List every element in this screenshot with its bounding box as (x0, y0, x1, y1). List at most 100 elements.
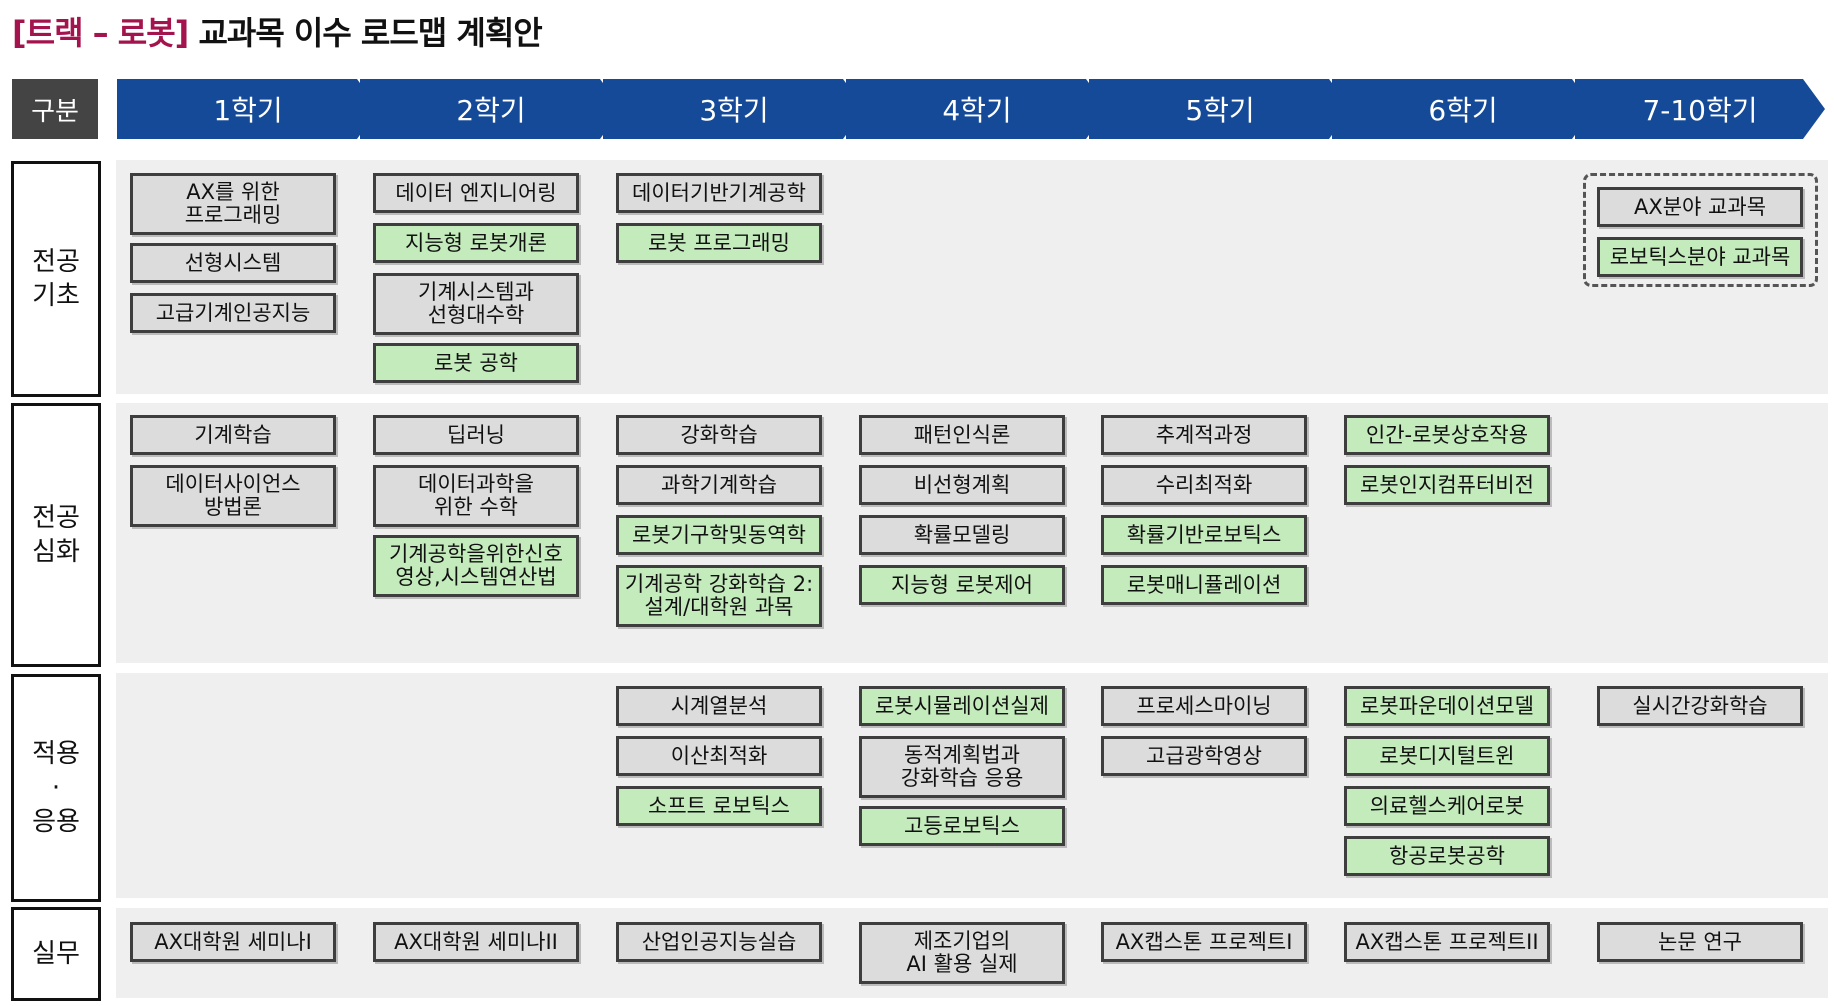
course-label: 강화학습 (680, 422, 758, 447)
course-box: 확률모델링 (859, 515, 1065, 555)
course-box: 실시간강화학습 (1597, 686, 1803, 726)
course-label: 데이터 엔지니어링 (395, 180, 557, 205)
course-label: 기계공학 강화학습 2: 설계/대학원 과목 (624, 572, 814, 619)
semester-label: 6학기 (1428, 94, 1498, 127)
course-label: AX캡스톤 프로젝트I (1115, 929, 1293, 954)
course-box: 프로세스마이닝 (1101, 686, 1307, 726)
course-label: 고등로보틱스 (904, 813, 1020, 838)
course-box: 로봇시뮬레이션실제 (859, 686, 1065, 726)
course-box: AX대학원 세미나II (373, 922, 579, 962)
course-label: 기계공학을위한신호 영상,시스템연산법 (389, 542, 563, 589)
course-box: 로봇인지컴퓨터비전 (1344, 465, 1550, 505)
course-label: AX대학원 세미나I (154, 929, 312, 954)
course-box: 산업인공지능실습 (616, 922, 822, 962)
course-label: 로봇기구학및동역학 (632, 522, 806, 547)
course-box: AX캡스톤 프로젝트II (1344, 922, 1550, 962)
course-label: 확률모델링 (913, 522, 1011, 547)
course-label: 시계열분석 (670, 693, 768, 718)
course-label: 고급기계인공지능 (155, 300, 311, 325)
course-box: AX분야 교과목 (1597, 187, 1803, 227)
course-box: 로봇파운데이션모델 (1344, 686, 1550, 726)
course-box: 지능형 로봇제어 (859, 565, 1065, 605)
course-label: 기계학습 (194, 422, 272, 447)
semester-3: 3학기 (603, 79, 865, 139)
semester-2: 2학기 (360, 79, 622, 139)
course-label: 고급광학영상 (1146, 743, 1262, 768)
course-box: 추계적과정 (1101, 415, 1307, 455)
course-box: 소프트 로보틱스 (616, 786, 822, 826)
course-label: AX를 위한 프로그래밍 (184, 180, 282, 227)
course-label: 데이터과학을 위한 수학 (418, 472, 534, 519)
course-box: AX캡스톤 프로젝트I (1101, 922, 1307, 962)
course-label: 추계적과정 (1155, 422, 1253, 447)
row-label-applied: 적용 · 응용 (11, 674, 101, 902)
semester-4: 4학기 (846, 79, 1108, 139)
course-box: 의료헬스케어로봇 (1344, 786, 1550, 826)
course-box: 기계학습 (130, 415, 336, 455)
page-title: [트랙 – 로봇] 교과목 이수 로드맵 계획안 (12, 8, 543, 54)
semester-7: 7-10학기 (1575, 79, 1825, 139)
course-box: 확률기반로보틱스 (1101, 515, 1307, 555)
semester-label: 1학기 (213, 94, 283, 127)
semester-1: 1학기 (117, 79, 379, 139)
course-label: 로봇디지털트윈 (1379, 743, 1515, 768)
course-box: 과학기계학습 (616, 465, 822, 505)
course-label: 로보틱스분야 교과목 (1609, 244, 1791, 269)
course-label: AX캡스톤 프로젝트II (1355, 929, 1539, 954)
course-label: 선형시스템 (184, 250, 282, 275)
course-box: AX를 위한 프로그래밍 (130, 173, 336, 235)
course-box: 로봇기구학및동역학 (616, 515, 822, 555)
course-label: 동적계획법과 강화학습 응용 (900, 743, 1024, 790)
course-label: 데이터기반기계공학 (632, 180, 806, 205)
course-box: 데이터 엔지니어링 (373, 173, 579, 213)
course-label: 확률기반로보틱스 (1126, 522, 1282, 547)
course-box: 패턴인식론 (859, 415, 1065, 455)
course-box: 데이터기반기계공학 (616, 173, 822, 213)
semester-label: 5학기 (1185, 94, 1255, 127)
course-box: 시계열분석 (616, 686, 822, 726)
course-box: 동적계획법과 강화학습 응용 (859, 736, 1065, 798)
semester-5: 5학기 (1089, 79, 1351, 139)
course-box: 비선형계획 (859, 465, 1065, 505)
course-box: 기계공학을위한신호 영상,시스템연산법 (373, 535, 579, 597)
course-label: 로봇 프로그래밍 (648, 230, 790, 255)
row-label-practice: 실무 (11, 907, 101, 1001)
semester-label: 7-10학기 (1642, 94, 1758, 127)
course-label: 항공로봇공학 (1389, 843, 1505, 868)
course-box: 기계시스템과 선형대수학 (373, 273, 579, 335)
course-label: 로봇파운데이션모델 (1360, 693, 1534, 718)
course-box: 고급기계인공지능 (130, 293, 336, 333)
course-label: 소프트 로보틱스 (648, 793, 790, 818)
course-label: 지능형 로봇개론 (405, 230, 547, 255)
course-box: 수리최적화 (1101, 465, 1307, 505)
course-box: 항공로봇공학 (1344, 836, 1550, 876)
course-label: 프로세스마이닝 (1136, 693, 1272, 718)
course-label: AX분야 교과목 (1633, 194, 1767, 219)
course-box: 로봇디지털트윈 (1344, 736, 1550, 776)
course-box: 제조기업의 AI 활용 실제 (859, 922, 1065, 984)
course-box: 이산최적화 (616, 736, 822, 776)
course-box: 딥러닝 (373, 415, 579, 455)
track-tag: [트랙 – 로봇] (12, 14, 189, 52)
header-gubun: 구분 (12, 79, 98, 139)
course-label: AX대학원 세미나II (394, 929, 558, 954)
course-box: 기계공학 강화학습 2: 설계/대학원 과목 (616, 565, 822, 627)
course-label: 수리최적화 (1155, 472, 1253, 497)
course-label: 로봇시뮬레이션실제 (875, 693, 1049, 718)
course-box: 데이터사이언스 방법론 (130, 465, 336, 527)
course-label: 로봇매니퓰레이션 (1126, 572, 1282, 597)
course-label: 의료헬스케어로봇 (1369, 793, 1525, 818)
course-box: 논문 연구 (1597, 922, 1803, 962)
course-label: 딥러닝 (447, 422, 505, 447)
course-label: 인간-로봇상호작용 (1365, 422, 1529, 447)
course-box: 인간-로봇상호작용 (1344, 415, 1550, 455)
course-box: 로봇매니퓰레이션 (1101, 565, 1307, 605)
course-box: 고급광학영상 (1101, 736, 1307, 776)
title-text: 교과목 이수 로드맵 계획안 (188, 14, 542, 52)
course-box: 로봇 공학 (373, 343, 579, 383)
course-label: 실시간강화학습 (1632, 693, 1768, 718)
course-label: 논문 연구 (1658, 929, 1742, 954)
semester-6: 6학기 (1332, 79, 1594, 139)
course-label: 지능형 로봇제어 (891, 572, 1033, 597)
semester-label: 2학기 (456, 94, 526, 127)
